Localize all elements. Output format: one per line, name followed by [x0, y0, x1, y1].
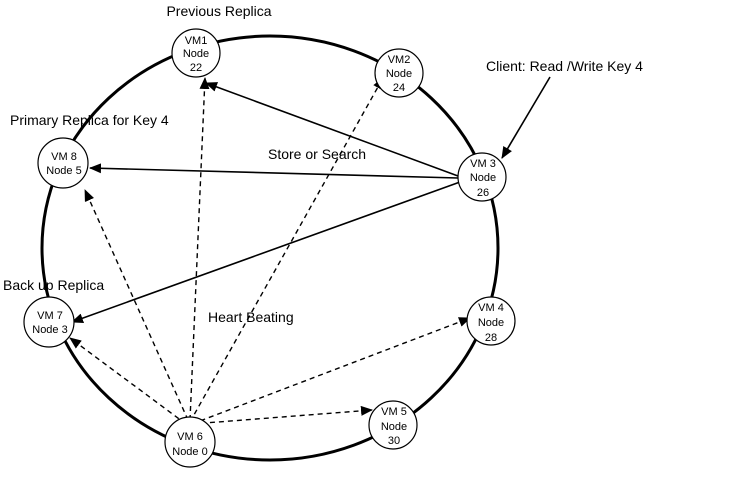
node-label: VM 4: [478, 302, 504, 314]
node-label: VM 7: [37, 310, 63, 322]
node-label: Node: [478, 317, 504, 329]
node-vm4: VM 4 Node 28: [466, 296, 516, 346]
previous-replica-label: Previous Replica: [166, 3, 271, 19]
node-vm6: VM 6 Node 0: [164, 416, 216, 468]
node-label: 24: [393, 82, 405, 94]
heartbeat-vm6-to-vm4: [191, 317, 471, 425]
node-label: 26: [477, 187, 489, 199]
arrow-vm3-to-vm1: [205, 82, 459, 177]
heartbeat-vm6-to-vm2: [189, 77, 384, 423]
node-vm1: VM1 Node 22: [171, 28, 221, 78]
node-label: Node: [183, 48, 209, 60]
heart-beating-label: Heart Beating: [208, 309, 294, 325]
node-label: Node 3: [32, 324, 67, 336]
node-vm7: VM 7 Node 3: [23, 296, 75, 348]
node-label: VM 6: [177, 431, 203, 443]
arrow-vm3-to-vm8: [89, 163, 459, 179]
node-label: Node: [470, 172, 496, 184]
node-label: VM2: [388, 54, 411, 66]
node-label: Node: [381, 421, 407, 433]
client-label: Client: Read /Write Key 4: [486, 58, 643, 74]
node-label: 30: [388, 435, 400, 447]
heartbeat-vm6-to-vm5: [191, 405, 373, 425]
store-search-label: Store or Search: [268, 146, 366, 162]
node-vm8: VM 8 Node 5: [37, 137, 89, 189]
node-vm2: VM2 Node 24: [374, 48, 424, 98]
node-label: VM 8: [51, 151, 77, 163]
node-label: Node 0: [172, 446, 207, 458]
node-label: VM 3: [470, 158, 496, 170]
heartbeat-vm6-to-vm7: [69, 337, 187, 425]
heartbeat-vm6-to-vm1: [189, 77, 210, 421]
node-vm3: VM 3 Node 26: [457, 152, 507, 202]
node-label: 28: [485, 332, 497, 344]
heartbeat-vm6-to-vm8: [84, 189, 189, 421]
node-label: Node 5: [46, 165, 81, 177]
node-label: VM1: [185, 35, 208, 47]
backup-replica-label: Back up Replica: [3, 277, 104, 293]
primary-replica-label: Primary Replica for Key 4: [10, 112, 169, 128]
arrow-vm3-to-vm7: [71, 181, 461, 323]
node-vm5: VM 5 Node 30: [368, 400, 418, 450]
client-arrow: [501, 76, 551, 159]
hash-ring: [40, 34, 500, 462]
node-label: VM 5: [381, 406, 407, 418]
node-label: 22: [190, 62, 202, 74]
node-label: Node: [386, 68, 412, 80]
